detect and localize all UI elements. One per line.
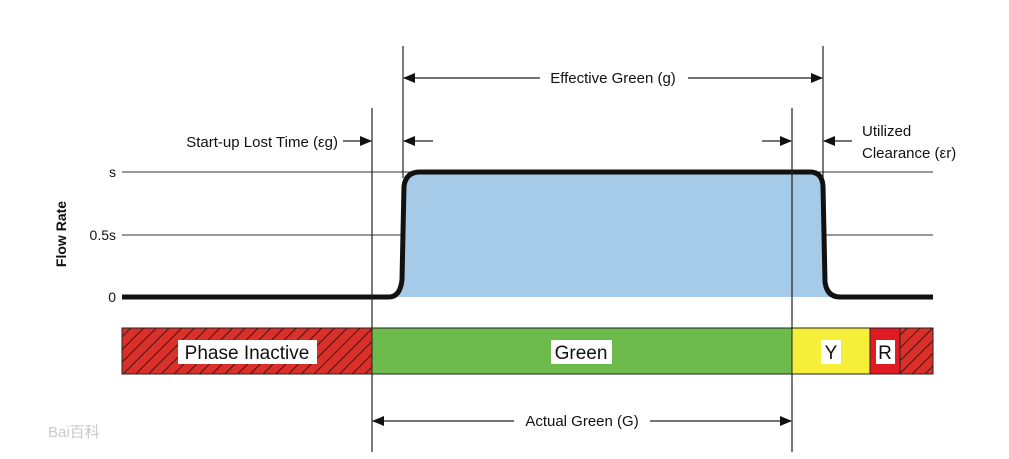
green-label: Green [555, 343, 608, 364]
y-tick-half-s: 0.5s [90, 227, 116, 243]
red-label: R [878, 343, 892, 364]
effective-green-label: Effective Green (g) [550, 70, 676, 87]
utilized-clearance-label-line1: Utilized [862, 123, 911, 140]
phase-inactive-label: Phase Inactive [185, 343, 310, 364]
yellow-label-bg [821, 340, 841, 364]
y-tick-zero: 0 [108, 289, 116, 305]
flow-area [389, 172, 840, 297]
y-axis-label: Flow Rate [53, 201, 69, 267]
y-tick-s: s [109, 164, 116, 180]
utilized-clearance-label-line2: Clearance (εr) [862, 145, 956, 162]
actual-green-label: Actual Green (G) [525, 413, 638, 430]
green-label-bg [551, 340, 612, 364]
red-label-bg [876, 340, 895, 364]
yellow-label: Y [825, 343, 838, 364]
startup-lost-time-label: Start-up Lost Time (εg) [186, 134, 338, 151]
flow-rate-curve [122, 169, 933, 300]
watermark-logo: Bai百科 [48, 424, 100, 441]
phase-inactive-label-bg [178, 340, 317, 364]
phase-inactive-tail-segment [899, 327, 934, 375]
